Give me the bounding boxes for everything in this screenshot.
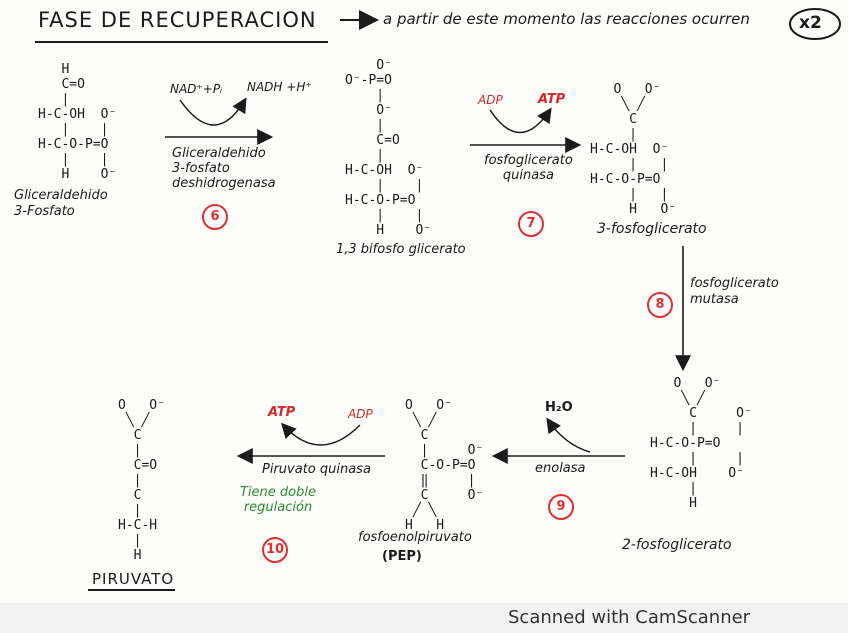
reaction-9-enzyme: enolasa — [535, 461, 586, 476]
bpg-name: 1,3 bifosfo glicerato — [336, 242, 466, 257]
reaction-7-input: ADP — [478, 93, 503, 107]
page-title: FASE DE RECUPERACION — [38, 8, 317, 32]
multiplier-circle — [789, 8, 841, 40]
reaction-8-number: 8 — [647, 292, 673, 318]
reaction-10-output: ATP — [268, 405, 296, 420]
reaction-7-enzyme: fosfoglicerato quinasa — [484, 153, 573, 183]
reaction-10-curve — [280, 422, 361, 446]
pg2-structure: O O⁻ ╲ ╱ C O⁻ | | H-C-O-P=O | | H-C-OH O… — [650, 376, 752, 511]
bpg-structure: O⁻ O⁻-P=O | O⁻ | C=O | H-C-OH O⁻ | | H-C… — [345, 58, 432, 238]
multiplier-label: x2 — [799, 13, 822, 33]
reaction-6-enzyme: Gliceraldehido 3-fosfato deshidrogenasa — [172, 146, 276, 191]
reaction-9-curve — [546, 417, 591, 453]
pep-structure: O O⁻ ╲ ╱ C | O⁻ C-O-P=O ‖ | C O⁻ ╱ ╲ H H — [405, 398, 484, 533]
reaction-8-enzyme: fosfoglicerato mutasa — [690, 276, 779, 307]
reaction-10-note: Tiene doble regulación — [240, 485, 316, 515]
reaction-10-number: 10 — [262, 537, 288, 563]
scanner-footer-bar — [0, 603, 848, 633]
pg3-structure: O O⁻ ╲ ╱ C | H-C-OH O⁻ | | H-C-O-P=O | |… — [590, 82, 677, 217]
scanner-watermark: Scanned with CamScanner — [508, 607, 751, 628]
reaction-10-input: ADP — [348, 407, 373, 421]
reaction-9-output: H₂O — [545, 400, 573, 415]
pyruvate-name: PIRUVATO — [92, 570, 175, 588]
header-note: a partir de este momento las reacciones … — [383, 10, 750, 28]
reaction-10-enzyme: Piruvato quinasa — [262, 462, 371, 477]
pg2-name: 2-fosfoglicerato — [622, 537, 732, 553]
reaction-6-curve — [179, 97, 247, 126]
pyruvate-structure: O O⁻ ╲ ╱ C | C=O | C | H-C-H | H — [118, 398, 165, 563]
reaction-7-output: ATP — [538, 92, 566, 107]
reaction-9-number: 9 — [548, 494, 574, 520]
pep-name: fosfoenolpiruvato — [358, 530, 472, 545]
pg3-name: 3-fosfoglicerato — [597, 221, 707, 237]
reaction-6-output: NADH +H⁺ — [247, 80, 312, 94]
reaction-7-curve — [489, 107, 552, 134]
g3p-name: Gliceraldehido 3-Fosfato — [14, 188, 108, 219]
g3p-structure: H C=O | H-C-OH O⁻ | | H-C-O-P=O | | H O⁻ — [38, 62, 117, 182]
reaction-6-input: NAD⁺+Pᵢ — [170, 82, 223, 96]
pep-abbreviation: (PEP) — [382, 549, 422, 564]
reaction-6-number: 6 — [202, 204, 228, 230]
reaction-7-number: 7 — [518, 211, 544, 237]
